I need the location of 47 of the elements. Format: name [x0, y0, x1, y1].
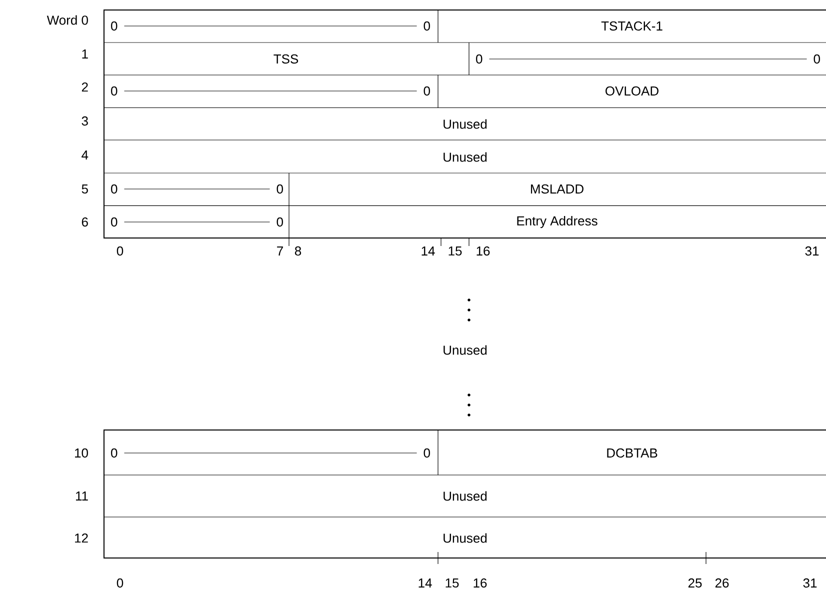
bit-number: 0: [116, 246, 124, 256]
word-number: 5: [82, 184, 88, 194]
zero-fill-value: 0: [111, 448, 118, 458]
word-number: 11: [76, 492, 88, 500]
zero-fill-value: 0: [111, 184, 118, 194]
word-number: 3: [82, 116, 88, 126]
word-number: 4: [82, 150, 88, 160]
field-name: MSLADD: [530, 184, 584, 194]
field-name: Unused: [444, 345, 487, 355]
bit-number: 0: [116, 578, 124, 588]
zero-fill-value: 0: [111, 217, 118, 227]
field-name: Unused: [444, 533, 487, 543]
bit-number: 26: [715, 578, 729, 588]
bit-number: 14: [418, 578, 432, 588]
bit-number: 7: [277, 246, 283, 256]
field-name: TSTACK-1: [601, 21, 662, 31]
field-name: Unused: [444, 491, 487, 501]
bit-number: 8: [294, 246, 302, 256]
word-number: 1: [82, 50, 88, 58]
zero-fill-value: 0: [424, 86, 430, 96]
field-name: Entry Address: [517, 216, 598, 228]
word-number: Word 0: [46, 15, 88, 25]
word-number: 12: [75, 533, 88, 543]
field-name: OVLOAD: [606, 86, 658, 96]
field-name: DCBTAB: [607, 448, 658, 458]
word-number: 2: [82, 82, 88, 92]
bit-number: 15: [448, 246, 462, 256]
zero-fill-value: 0: [424, 448, 430, 458]
field-name: Unused: [444, 119, 487, 129]
zero-fill-value: 0: [111, 21, 118, 31]
word-number: 10: [75, 448, 88, 458]
zero-fill-value: 0: [111, 86, 118, 96]
bit-number: 31: [805, 246, 819, 256]
zero-fill-value: 0: [276, 217, 283, 227]
bit-number: 31: [803, 578, 817, 588]
field-name: Unused: [444, 152, 487, 162]
zero-fill-value: 0: [424, 21, 430, 31]
bit-number: 16: [476, 246, 490, 256]
bit-number: 15: [446, 578, 459, 588]
bit-number: 25: [688, 578, 702, 588]
field-name: TSS: [274, 54, 298, 64]
word-number: 6: [82, 217, 88, 227]
bit-number: 16: [474, 578, 487, 588]
zero-fill-value: 0: [276, 184, 283, 194]
zero-fill-value: 0: [476, 54, 482, 64]
bit-number: 14: [422, 246, 435, 256]
zero-fill-value: 0: [814, 54, 820, 64]
